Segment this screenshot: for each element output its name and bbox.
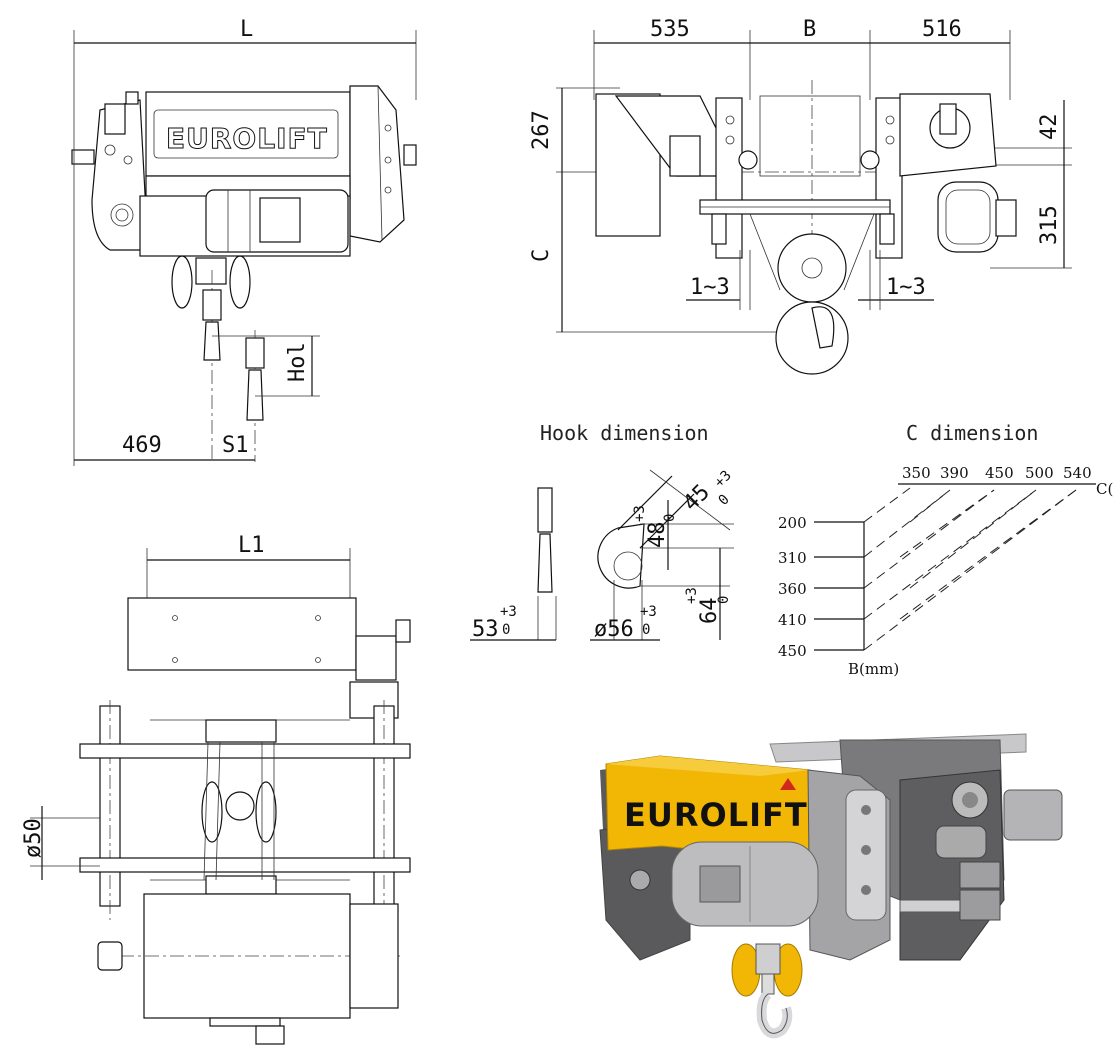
logo-accent-arrow [780,778,796,790]
gearbox-top [127,597,357,671]
dim-64-label: 64 [697,598,722,625]
hook-upper [203,321,221,361]
sheave-block [777,233,847,303]
dim-42-label: 42 [1037,114,1062,141]
c-dimension-table: C dimension 350 390 450 500 540 C( 200 3… [778,421,1113,678]
dim-b-label: B [803,17,816,42]
c-value-4: 500 [1025,464,1054,482]
render-motor [671,841,819,927]
b-value-4: 410 [778,611,807,629]
dim-48-tol-upper: +3 [632,505,648,522]
dim-gap-left-label: 1~3 [690,275,730,300]
c-value-1: 350 [902,464,931,482]
c-value-5: 540 [1063,464,1092,482]
side-view: L EUROLIFT [71,17,417,466]
dim-45-label: 45 [679,480,715,516]
dim-535-label: 535 [650,17,690,42]
dim-l-label: L [240,17,253,42]
top-view: L1 ø50 [21,533,411,1045]
front-view: 535 B 516 267 C 42 315 [529,17,1072,375]
dim-56-label: ø56 [594,617,634,642]
dim-56-tol-lower: 0 [642,622,650,638]
dim-l1-label: L1 [238,533,265,558]
hoist-housing [145,91,351,177]
end-carriage-plate [91,99,149,251]
dim-469-label: 469 [122,433,162,458]
dim-45-tol-upper: +3 [712,468,735,491]
dim-48-label: 48 [645,522,670,549]
hook-dimension-heading: Hook dimension [540,421,709,445]
dim-56-tol-upper: +3 [640,604,657,620]
c-value-2: 390 [940,464,969,482]
dim-45-tol-lower: 0 [716,492,733,509]
b-value-3: 360 [778,580,807,598]
c-dimension-heading: C dimension [906,421,1038,445]
dim-diameter-label: ø50 [21,818,46,858]
b-value-5: 450 [778,642,807,660]
dim-s1-label: S1 [222,433,249,458]
dim-64-tol-lower: 0 [716,596,732,604]
c-axis-label: C( [1096,480,1113,498]
dim-516-label: 516 [922,17,962,42]
hoist-render: EUROLIFT [599,733,1063,1039]
logo-render: EUROLIFT [624,796,808,834]
dim-gap-right-label: 1~3 [886,275,926,300]
b-value-1: 200 [778,514,807,532]
hook-dimension-detail: Hook dimension 53 +3 0 45 +3 0 48 +3 0 6… [470,421,735,642]
dim-hol-label: Hol [285,342,310,382]
hook-front [775,301,849,375]
dim-c-label: C [529,249,554,262]
hook-lower [246,369,264,421]
dim-315-label: 315 [1037,205,1062,245]
logo-side-view: EUROLIFT [166,122,328,155]
dim-64-tol-upper: +3 [684,587,700,604]
dim-48-tol-lower: 0 [662,514,678,522]
dim-53-tol-lower: 0 [502,622,510,638]
gearbox [349,85,405,243]
dim-53-tol-upper: +3 [500,604,517,620]
dim-53-label: 53 [472,617,499,642]
b-axis-label: B(mm) [848,660,899,678]
c-value-3: 450 [985,464,1014,482]
b-value-2: 310 [778,549,807,567]
dim-267-label: 267 [529,110,554,150]
hook-profile [597,523,645,589]
